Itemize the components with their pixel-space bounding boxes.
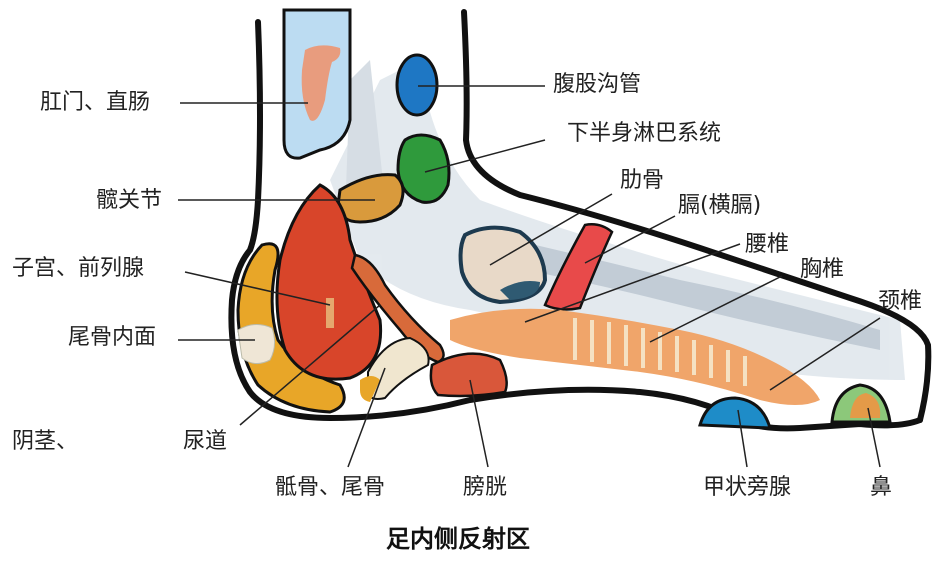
label-thoracic-spine: 胸椎 (800, 257, 845, 282)
diaphragm-region (543, 223, 614, 311)
label-nose: 鼻 (870, 475, 893, 500)
urethra-region (350, 253, 445, 364)
label-hip-joint: 髋关节 (96, 188, 163, 213)
inguinal-canal-region (395, 53, 439, 117)
label-parathyroid: 甲状旁腺 (703, 475, 792, 500)
label-bladder: 膀胱 (463, 475, 508, 500)
label-cervical-spine: 颈椎 (878, 289, 923, 314)
spine-region (450, 308, 820, 405)
uterus-marker (326, 298, 334, 328)
nose-region (830, 383, 892, 424)
label-lumbar-spine: 腰椎 (745, 232, 790, 257)
leader-lines (178, 85, 881, 468)
heel-bone-region (236, 242, 346, 414)
lymph-region (396, 133, 451, 204)
label-coccyx-inner: 尾骨内面 (68, 325, 157, 350)
coccyx-inner-region (237, 324, 276, 364)
sacrum-yellow (360, 376, 380, 402)
label-uterus-prostate: 子宫、前列腺 (12, 256, 145, 281)
label-anus-rectum: 肛门、直肠 (40, 90, 151, 115)
label-diaphragm: 膈(横膈) (678, 193, 762, 218)
label-penis: 阴茎、 (12, 429, 79, 454)
label-ribs: 肋骨 (620, 168, 665, 193)
parathyroid-region (698, 396, 773, 430)
uterus-prostate-region (275, 183, 383, 381)
label-inguinal-canal: 腹股沟管 (553, 72, 642, 97)
ribs-dark (500, 281, 540, 300)
label-lower-body-lymph: 下半身淋巴系统 (567, 121, 722, 146)
rectum-region (282, 8, 352, 160)
diagram-title: 足内侧反射区 (386, 525, 530, 553)
bladder-region (429, 352, 508, 398)
label-sacrum-coccyx: 骶骨、尾骨 (275, 475, 386, 500)
label-urethra: 尿道 (183, 429, 228, 454)
